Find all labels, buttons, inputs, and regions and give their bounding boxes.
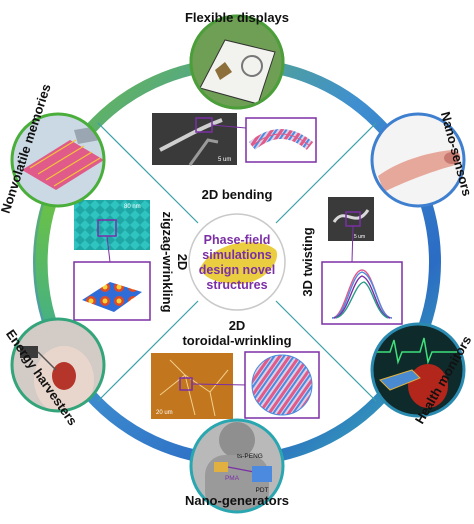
app-nano-sensors (370, 112, 466, 208)
nanogen-pma-label: PMA (225, 475, 240, 482)
quadrant-zigzag: 80 nm 2D zigzag-wrinkling (73, 200, 190, 321)
center-text: Phase-field simulations design novel str… (199, 233, 275, 292)
twisting-scale-label: 5 um (354, 234, 365, 240)
center-highlight-shape (200, 242, 278, 285)
zigzag-scale-label: 80 nm (124, 204, 141, 210)
zigzag-sim-surface (82, 282, 142, 312)
bending-scale-label: 5 um (218, 157, 231, 163)
zigzag-afm-image (74, 200, 150, 250)
toroidal-label-line2: toroidal-wrinkling (182, 333, 291, 348)
app-health-monitors (370, 322, 466, 418)
finger-shape (378, 150, 461, 192)
zigzag-label-line2: zigzag-wrinkling (160, 211, 175, 312)
center-line-1: Phase-field (204, 233, 271, 247)
label-nano-generators: Nano-generators (185, 493, 289, 508)
twisting-label: 3D twisting (300, 227, 315, 296)
nanogen-device-label: ts-PENG (237, 453, 263, 460)
twisting-sim-helix (331, 269, 393, 319)
app-flexible-displays (189, 14, 285, 110)
app-nonvolatile-memories (10, 112, 106, 208)
nanogen-pdt-label: PDT (256, 487, 269, 494)
app-nano-generators: ts-PENG PMA PDT (189, 418, 285, 514)
label-flexible-displays: Flexible displays (185, 10, 289, 25)
center-line-4: structures (206, 278, 267, 292)
toroidal-scale-label: 20 um (156, 410, 173, 416)
quadrant-twisting: 5 um 3D twisting (300, 197, 403, 325)
bending-label: 2D bending (202, 187, 273, 202)
toroidal-sim-disk (252, 355, 312, 415)
quadrant-toroidal: 2D toroidal-wrinkling 20 um (151, 318, 320, 419)
app-energy-harvesters (10, 317, 106, 413)
quadrant-bending: 5 um 2D bending (152, 113, 317, 202)
zigzag-label-line1: 2D (175, 254, 190, 271)
toroidal-label-line1: 2D (229, 318, 246, 333)
center-line-2: simulations (202, 248, 272, 262)
heart-shape (408, 364, 448, 408)
quadrant-dividers (97, 122, 377, 402)
heart-organ-shape (52, 362, 76, 390)
center-line-3: design novel (199, 263, 275, 277)
